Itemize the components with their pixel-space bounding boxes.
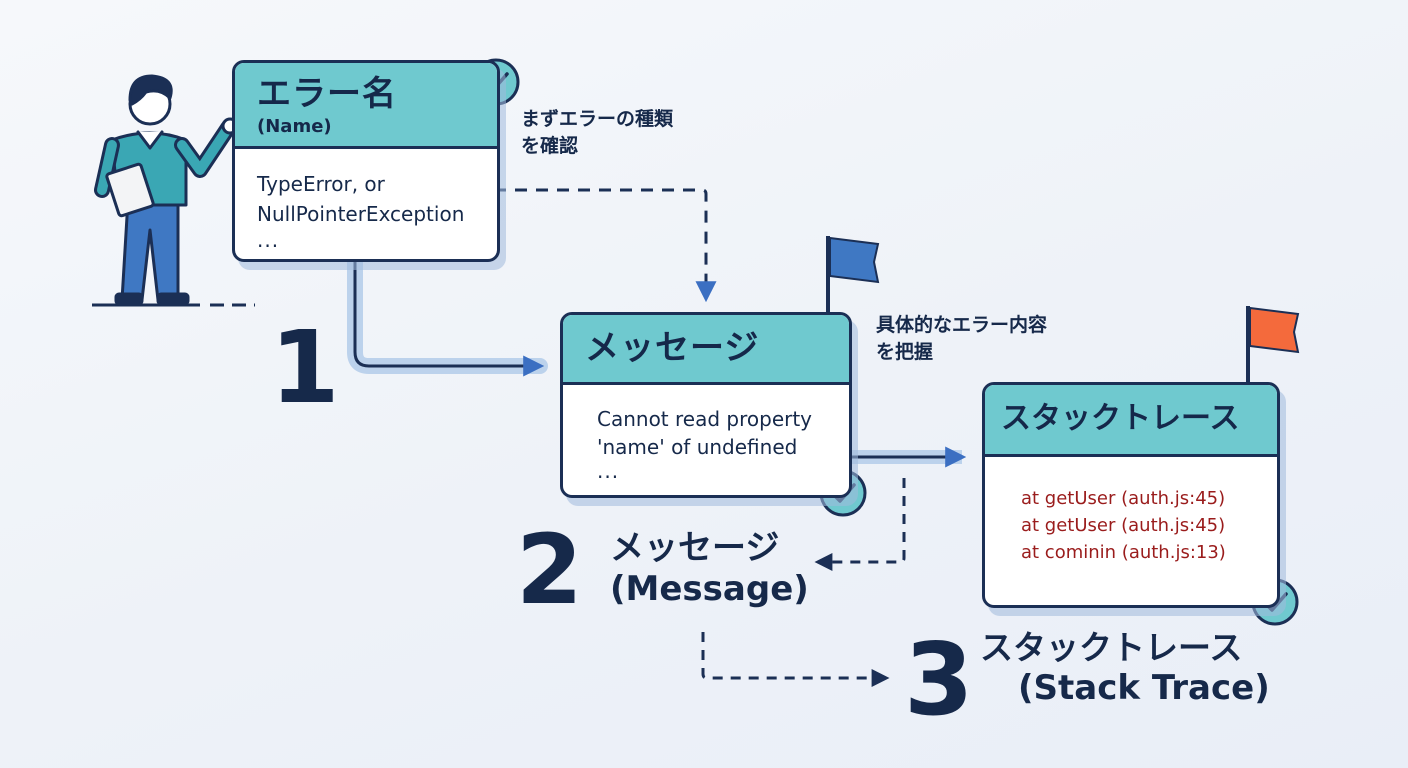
card-error-name-body: TypeError, or NullPointerException ... xyxy=(235,149,497,251)
note-line: まずエラーの種類 xyxy=(521,108,674,130)
card-stack-trace-body: at getUser (auth.js:45) at getUser (auth… xyxy=(985,457,1277,566)
note-line: を把握 xyxy=(876,340,934,363)
card-stack-trace: スタックトレース at getUser (auth.js:45) at getU… xyxy=(982,382,1280,608)
step-label-3-en: (Stack Trace) xyxy=(1018,667,1270,708)
step-number-1: 1 xyxy=(270,309,340,426)
stack-trace-line: at cominin (auth.js:13) xyxy=(1021,542,1226,563)
card-error-name-line: ... xyxy=(257,228,280,252)
note-line: 具体的なエラー内容 xyxy=(876,314,1048,336)
connector-name-to-message xyxy=(347,250,548,374)
card-stack-trace-header: スタックトレース xyxy=(985,385,1277,457)
step-number-3: 3 xyxy=(904,621,974,738)
card-error-name-line: TypeError, or xyxy=(257,172,385,196)
card-message-title: メッセージ xyxy=(585,328,760,368)
dashed-connector-3 xyxy=(701,632,890,687)
step-label-2-ja: メッセージ xyxy=(610,528,780,568)
card-message: メッセージ Cannot read property 'name' of und… xyxy=(560,312,852,498)
stack-trace-line: at getUser (auth.js:45) xyxy=(1021,488,1226,509)
note-line: を確認 xyxy=(521,134,579,157)
stack-trace-line: at getUser (auth.js:45) xyxy=(1021,515,1226,536)
card-error-name-header: エラー名 (Name) xyxy=(235,63,497,149)
person-pointing-illustration xyxy=(94,74,239,306)
note-check-error-type: まずエラーの種類 を確認 xyxy=(521,106,673,159)
orange-flag-icon xyxy=(1246,306,1300,384)
card-message-line: 'name' of undefined xyxy=(597,435,798,459)
note-grasp-error-content: 具体的なエラー内容 を把握 xyxy=(876,312,1047,365)
step-label-2-en: (Message) xyxy=(610,568,809,609)
step-label-2: メッセージ (Message) xyxy=(610,528,809,610)
card-error-name-subtitle: (Name) xyxy=(257,116,332,137)
step-number-2: 2 xyxy=(516,514,583,626)
card-message-header: メッセージ xyxy=(563,315,849,385)
card-error-name-title: エラー名 xyxy=(257,74,397,114)
card-message-body: Cannot read property 'name' of undefined… xyxy=(563,385,849,481)
card-error-name: エラー名 (Name) TypeError, or NullPointerExc… xyxy=(232,60,500,262)
dashed-connector-1 xyxy=(494,188,717,303)
card-error-name-line: NullPointerException xyxy=(257,202,465,226)
card-message-line: ... xyxy=(597,459,620,483)
connector-name-to-message-line xyxy=(353,258,545,377)
step-label-3: スタックトレース (Stack Trace) xyxy=(980,628,1270,708)
step-label-3-ja: スタックトレース xyxy=(980,628,1243,667)
blue-flag-icon xyxy=(826,236,880,314)
card-message-line: Cannot read property xyxy=(597,407,813,431)
dashed-connector-2 xyxy=(814,478,906,571)
card-stack-trace-title: スタックトレース xyxy=(1001,401,1240,436)
